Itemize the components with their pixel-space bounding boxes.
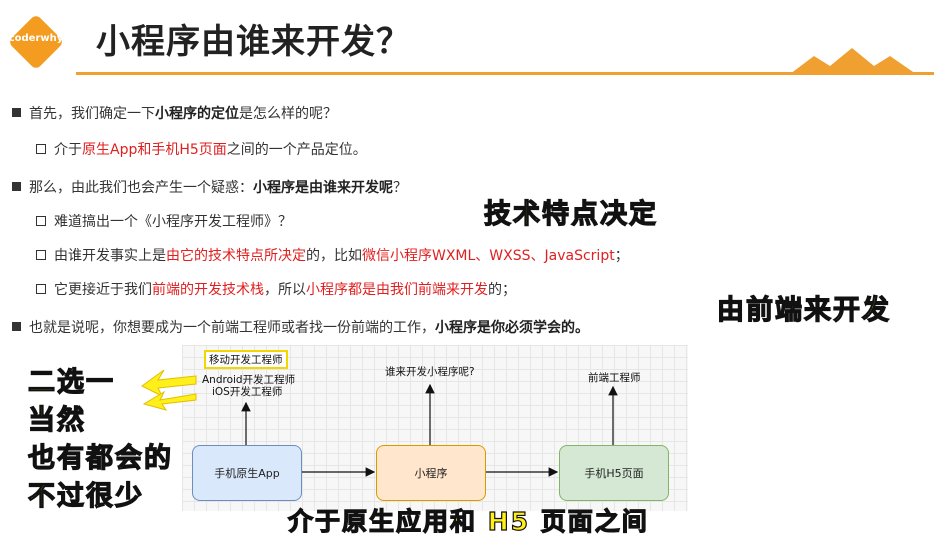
box-native-app: 手机原生App — [192, 445, 302, 501]
outline-square-bullet-icon — [36, 144, 46, 154]
square-bullet-icon — [12, 322, 21, 331]
handwritten-side-note: 二选一 当然 也有都会的 不过很少 — [27, 364, 173, 516]
outline-square-bullet-icon — [36, 216, 46, 226]
sub-bullet-between: 介于原生App和手机H5页面之间的一个产品定位。 — [36, 139, 367, 159]
handwritten-side-line: 不过很少 — [27, 480, 144, 512]
sub-bullet-tech: 由谁开发事实上是由它的技术特点所决定的，比如微信小程序WXML、WXSS、Jav… — [36, 245, 629, 265]
bullet-who-develops: 那么，由此我们也会产生一个疑惑：小程序是由谁来开发呢？ — [12, 177, 407, 197]
label-frontend-engineer: 前端工程师 — [588, 372, 641, 384]
handwritten-side-line: 二选一 — [27, 366, 115, 398]
yellow-arrow-icon — [141, 369, 197, 411]
mountain-decoration — [790, 48, 916, 74]
handwritten-bottom-note: 介于原生应用和 H5 页面之间 — [287, 506, 649, 536]
handwritten-side-line: 也有都会的 — [27, 442, 173, 474]
handwritten-tech-note: 技术特点决定 — [483, 198, 658, 230]
outline-square-bullet-icon — [36, 250, 46, 260]
diagram-arrows — [241, 383, 618, 477]
label-ios-engineer: iOS开发工程师 — [212, 386, 283, 398]
sub-bullet-frontend: 它更接近于我们前端的开发技术栈，所以小程序都是由我们前端来开发的； — [36, 279, 516, 299]
label-mobile-engineer: 移动开发工程师 — [204, 350, 288, 369]
box-h5-page: 手机H5页面 — [559, 445, 669, 501]
sub-bullet-engineer: 难道搞出一个《小程序开发工程师》？ — [36, 211, 292, 231]
outline-square-bullet-icon — [36, 284, 46, 294]
logo: coderwhy — [7, 13, 65, 71]
bullet-conclusion: 也就是说呢，你想要成为一个前端工程师或者找一份前端的工作，小程序是你必须学会的。 — [12, 317, 589, 337]
logo-text: coderwhy — [8, 33, 64, 44]
handwritten-side-line: 当然 — [27, 404, 86, 436]
diagram: 移动开发工程师 Android开发工程师 iOS开发工程师 谁来开发小程序呢? … — [182, 345, 688, 511]
square-bullet-icon — [12, 108, 21, 117]
square-bullet-icon — [12, 182, 21, 191]
handwritten-frontend-note: 由前端来开发 — [716, 294, 891, 326]
box-mini-program: 小程序 — [376, 445, 486, 501]
label-android-engineer: Android开发工程师 — [202, 374, 296, 386]
header-divider — [76, 72, 934, 75]
label-who-develops: 谁来开发小程序呢? — [385, 366, 475, 378]
bullet-positioning: 首先，我们确定一下小程序的定位是怎么样的呢？ — [12, 103, 337, 123]
page-title: 小程序由谁来开发？ — [96, 22, 411, 62]
